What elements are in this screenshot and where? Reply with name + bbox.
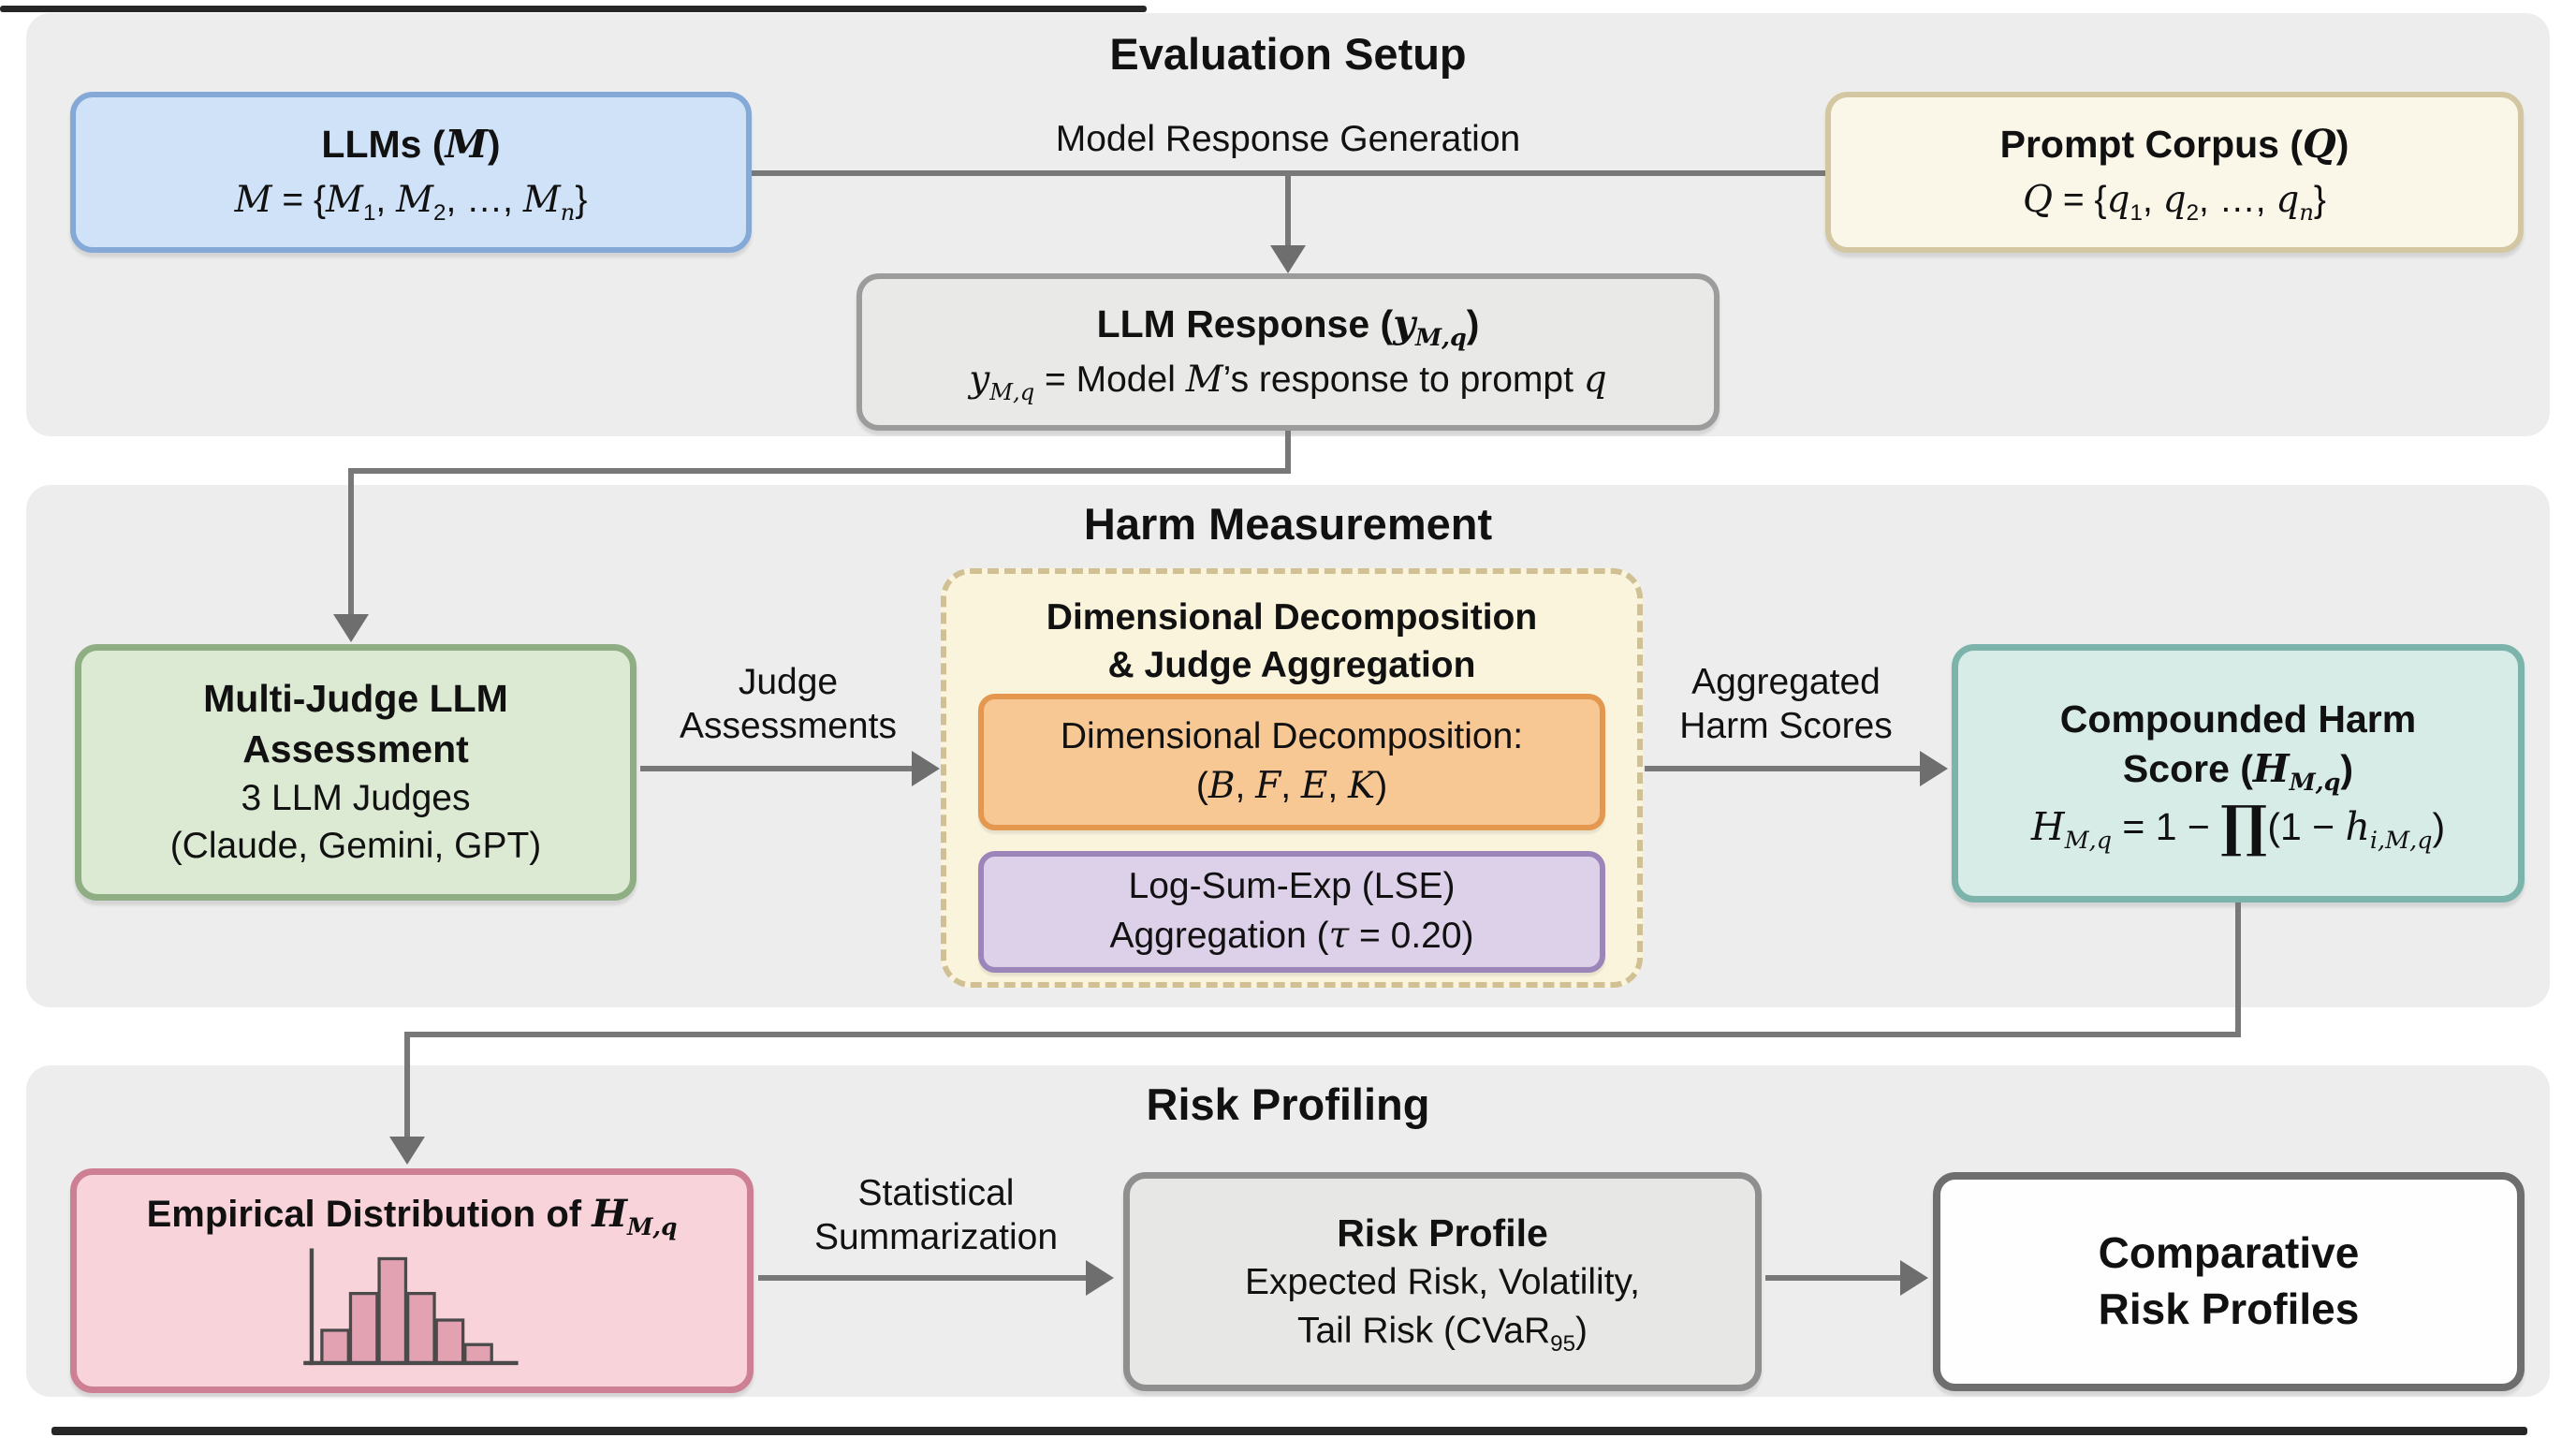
edge-label-judge-assessments: Judge Assessments [680, 662, 897, 746]
node-comparative-risk-profiles: Comparative Risk Profiles [1933, 1172, 2525, 1391]
histogram-icon [303, 1248, 519, 1366]
llm-response-title: LLM Response (yM,q) [1096, 301, 1480, 352]
lse-aggregation-line1: Log-Sum-Exp (LSE) [1128, 866, 1456, 907]
multi-judge-body-line1: 3 LLM Judges [241, 777, 471, 818]
prompt-corpus-formula: Q = {q1, q2, …, qn} [2023, 179, 2326, 227]
multi-judge-title-line1: Multi-Judge LLM [203, 677, 508, 721]
lse-aggregation-line2: Aggregation (τ = 0.20) [1109, 915, 1474, 957]
risk-profile-body-line2: Tail Risk (CVaR95) [1296, 1310, 1588, 1357]
decomposition-container-title: Dimensional Decomposition & Judge Aggreg… [1046, 597, 1538, 685]
comparative-title-line2: Risk Profiles [2098, 1284, 2360, 1333]
edge-to-multi-judge-arrowhead [333, 614, 369, 642]
photo-edge-bottom [51, 1427, 2527, 1435]
edge-riskprofile-comparative-arrowhead [1900, 1260, 1928, 1296]
comparative-title-line1: Comparative [2098, 1228, 2360, 1278]
edge-response-elbow-v2 [348, 468, 354, 616]
edge-judge-assessments-arrowhead [912, 751, 940, 786]
multi-judge-body-line2: (Claude, Gemini, GPT) [169, 826, 542, 867]
photo-edge-top [0, 6, 1147, 12]
edge-statistical-summarization-line [758, 1275, 1088, 1281]
edge-to-llm-response-arrowhead [1270, 245, 1306, 273]
node-lse-aggregation: Log-Sum-Exp (LSE) Aggregation (τ = 0.20) [978, 851, 1605, 973]
edge-to-llm-response-line [1285, 170, 1291, 249]
section-title-risk-profiling: Risk Profiling [1146, 1079, 1430, 1129]
edge-to-empirical-arrowhead [389, 1137, 425, 1165]
node-dimensional-decomposition: Dimensional Decomposition: (B, F, E, K) [978, 694, 1605, 830]
risk-profile-title: Risk Profile [1337, 1211, 1548, 1255]
node-prompt-corpus: Prompt Corpus (Q) Q = {q1, q2, …, qn} [1825, 92, 2524, 253]
edge-harm-elbow-v1 [2235, 902, 2241, 1037]
edge-label-model-response-generation: Model Response Generation [1055, 119, 1521, 159]
edge-judge-assessments-line [640, 766, 914, 771]
node-llm-response: LLM Response (yM,q) yM,q = Model M’s res… [856, 273, 1720, 431]
prompt-corpus-title: Prompt Corpus (Q) [1999, 122, 2349, 167]
compounded-harm-title-line2: Score (HM,q) [2122, 746, 2354, 797]
section-title-evaluation-setup: Evaluation Setup [1109, 29, 1467, 79]
edge-label-statistical-summarization: Statistical Summarization [813, 1173, 1059, 1257]
node-decomposition-container: Dimensional Decomposition & Judge Aggreg… [941, 568, 1643, 988]
edge-aggregated-harm-scores-arrowhead [1920, 751, 1948, 786]
node-risk-profile: Risk Profile Expected Risk, Volatility, … [1123, 1172, 1762, 1391]
edge-response-elbow-v1 [1285, 431, 1291, 474]
node-compounded-harm: Compounded Harm Score (HM,q) HM,q = 1 − … [1952, 644, 2525, 902]
edge-aggregated-harm-scores-line [1645, 766, 1922, 771]
section-title-harm-measurement: Harm Measurement [1083, 499, 1493, 549]
multi-judge-title-line2: Assessment [242, 726, 469, 770]
edge-harm-elbow-h [404, 1032, 2241, 1037]
edge-response-elbow-h [348, 468, 1291, 474]
compounded-harm-formula: HM,q = 1 − ∏(1 − hi,M,q) [2030, 793, 2446, 859]
dimensional-decomposition-line1: Dimensional Decomposition: [1060, 716, 1524, 757]
node-llms: LLMs (M) M = {M1, M2, …, Mn} [70, 92, 752, 253]
llms-title: LLMs (M) [321, 122, 501, 167]
dimensional-decomposition-line2: (B, F, E, K) [1195, 765, 1388, 807]
llm-response-formula: yM,q = Model M’s response to prompt q [969, 359, 1607, 406]
compounded-harm-title-line1: Compounded Harm [2059, 697, 2417, 741]
edge-harm-elbow-v2 [404, 1032, 410, 1138]
llms-formula: M = {M1, M2, …, Mn} [234, 179, 588, 227]
risk-profile-body-line1: Expected Risk, Volatility, [1245, 1262, 1640, 1303]
empirical-distribution-title: Empirical Distribution of HM,q [146, 1192, 678, 1240]
edge-statistical-summarization-arrowhead [1086, 1260, 1114, 1296]
edge-riskprofile-comparative-line [1765, 1275, 1902, 1281]
node-multi-judge: Multi-Judge LLM Assessment 3 LLM Judges … [75, 644, 637, 901]
node-empirical-distribution: Empirical Distribution of HM,q [70, 1168, 754, 1393]
edge-label-aggregated-harm-scores: Aggregated Harm Scores [1679, 662, 1893, 746]
